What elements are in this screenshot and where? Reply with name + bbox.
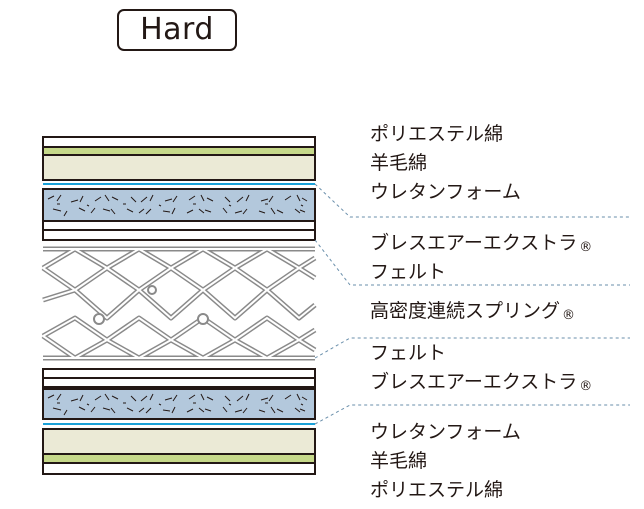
upper-felt-layer-2: [42, 229, 316, 241]
upper-felt-layer: [42, 220, 316, 231]
label-upper-felt: フェルト: [370, 261, 447, 283]
firmness-badge: Hard: [117, 9, 237, 51]
registered-mark: ®: [562, 308, 576, 323]
label-bottom-wool: 羊毛綿: [370, 450, 428, 472]
label-spring-text: 高密度連続スプリング: [370, 300, 561, 322]
spring-highlight: [42, 247, 316, 360]
top-polyester-layer: [42, 136, 316, 148]
bottom-urethane-layer: [42, 428, 316, 455]
bottom-polyester-layer: [42, 462, 316, 475]
label-bottom-polyester: ポリエステル綿: [370, 479, 504, 501]
lower-breathair-layer: [42, 388, 316, 420]
top-layers: [42, 136, 316, 241]
label-upper-breathair-text: ブレスエアーエクストラ: [370, 232, 578, 254]
spring-unit: [41, 246, 317, 361]
top-urethane-layer: [42, 154, 316, 181]
bottom-layers: [42, 368, 316, 475]
label-top-urethane: ウレタンフォーム: [370, 181, 521, 203]
label-bottom-urethane: ウレタンフォーム: [370, 421, 521, 443]
top-wool-layer: [42, 146, 316, 156]
label-lower-breathair: ブレスエアーエクストラ®: [370, 369, 592, 400]
label-top-wool: 羊毛綿: [370, 152, 428, 174]
label-upper-breathair: ブレスエアーエクストラ®: [370, 230, 592, 261]
upper-breathair-layer: [42, 188, 316, 222]
spring-rings: [93, 285, 209, 325]
label-lower-felt: フェルト: [370, 342, 447, 364]
registered-mark: ®: [579, 240, 593, 255]
lower-felt-layer-2: [42, 377, 316, 388]
label-spring: 高密度連続スプリング®: [370, 298, 575, 329]
lower-felt-layer: [42, 368, 316, 379]
label-lower-breathair-text: ブレスエアーエクストラ: [370, 371, 578, 393]
label-top-polyester: ポリエステル綿: [370, 123, 504, 145]
bottom-wool-layer: [42, 453, 316, 464]
leader-lines: [314, 183, 630, 425]
registered-mark: ®: [579, 379, 593, 394]
